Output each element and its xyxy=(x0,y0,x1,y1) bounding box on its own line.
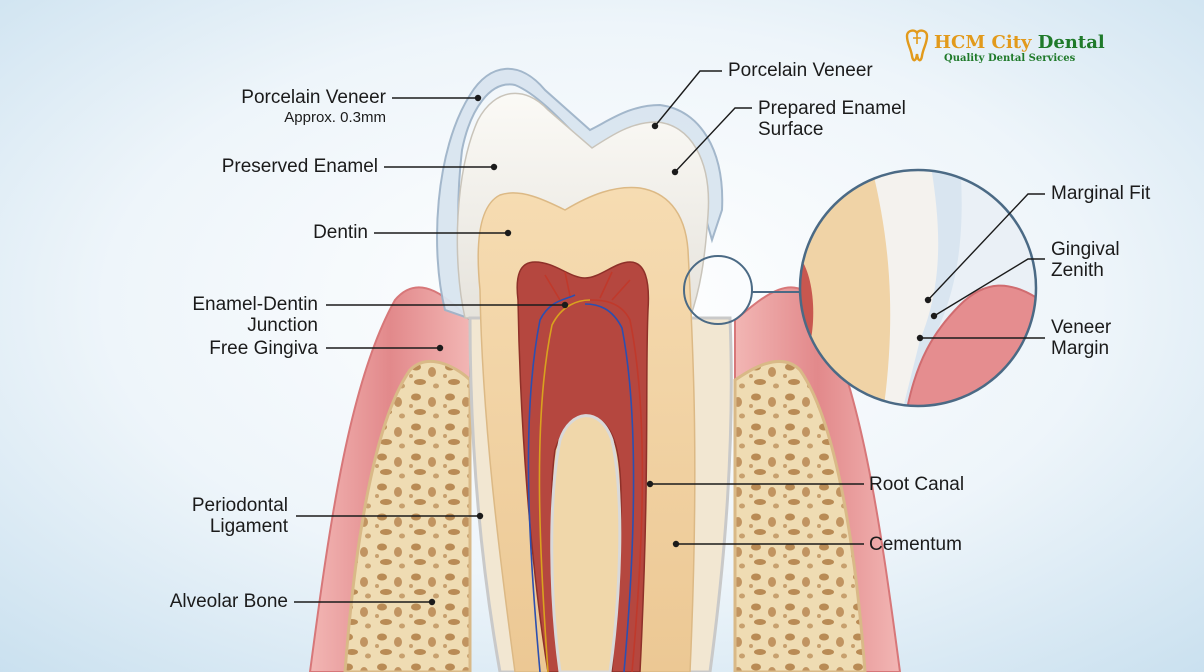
label-root-canal: Root Canal xyxy=(869,474,965,495)
label-veneer-margin: Veneer Margin xyxy=(1051,317,1111,359)
tooth-logo-icon xyxy=(905,29,929,62)
label-prepared-enamel-surface-line2: Surface xyxy=(758,119,824,140)
label-free-gingiva: Free Gingiva xyxy=(209,338,318,359)
label-veneer-margin-line2: Margin xyxy=(1051,338,1110,359)
label-porcelain-veneer-right: Porcelain Veneer xyxy=(728,60,873,81)
label-enamel-dentin-junction-line2: Junction xyxy=(247,315,318,336)
label-veneer-margin-line1: Veneer xyxy=(1051,317,1112,338)
label-porcelain-veneer-left: Porcelain Veneer xyxy=(241,87,386,108)
nerves-vessels xyxy=(527,271,644,672)
label-periodontal-ligament: Periodontal Ligament xyxy=(192,495,288,537)
label-dentin: Dentin xyxy=(313,222,368,243)
brand-name-part2: Dental xyxy=(1037,32,1105,53)
alveolar-bone-left xyxy=(343,359,472,672)
label-gingival-zenith-line2: Zenith xyxy=(1051,260,1104,281)
brand-tagline: Quality Dental Services xyxy=(944,53,1076,64)
brand-name-part1: HCM City xyxy=(934,32,1032,53)
label-cementum: Cementum xyxy=(869,534,962,555)
label-periodontal-ligament-line2: Ligament xyxy=(209,516,288,537)
label-preserved-enamel: Preserved Enamel xyxy=(221,156,378,177)
inner-root-core xyxy=(550,414,622,672)
label-gingival-zenith-line1: Gingival xyxy=(1051,239,1120,260)
leader-dots xyxy=(428,94,938,606)
label-veneer-thickness: Approx. 0.3mm xyxy=(284,109,386,126)
label-prepared-enamel-surface: Prepared Enamel Surface xyxy=(758,98,906,140)
label-alveolar-bone: Alveolar Bone xyxy=(169,591,288,612)
zoom-origin-circle xyxy=(683,255,753,325)
brand-name: HCM City Dental xyxy=(934,32,1105,53)
label-periodontal-ligament-line1: Periodontal xyxy=(191,495,288,516)
label-prepared-enamel-surface-line1: Prepared Enamel xyxy=(758,98,906,119)
label-marginal-fit: Marginal Fit xyxy=(1051,183,1151,204)
alveolar-bone-right xyxy=(733,359,867,672)
leader-lines xyxy=(294,70,1045,603)
label-enamel-dentin-junction: Enamel-Dentin Junction xyxy=(192,294,318,336)
label-enamel-dentin-junction-line1: Enamel-Dentin xyxy=(192,294,318,315)
label-gingival-zenith: Gingival Zenith xyxy=(1051,239,1120,281)
